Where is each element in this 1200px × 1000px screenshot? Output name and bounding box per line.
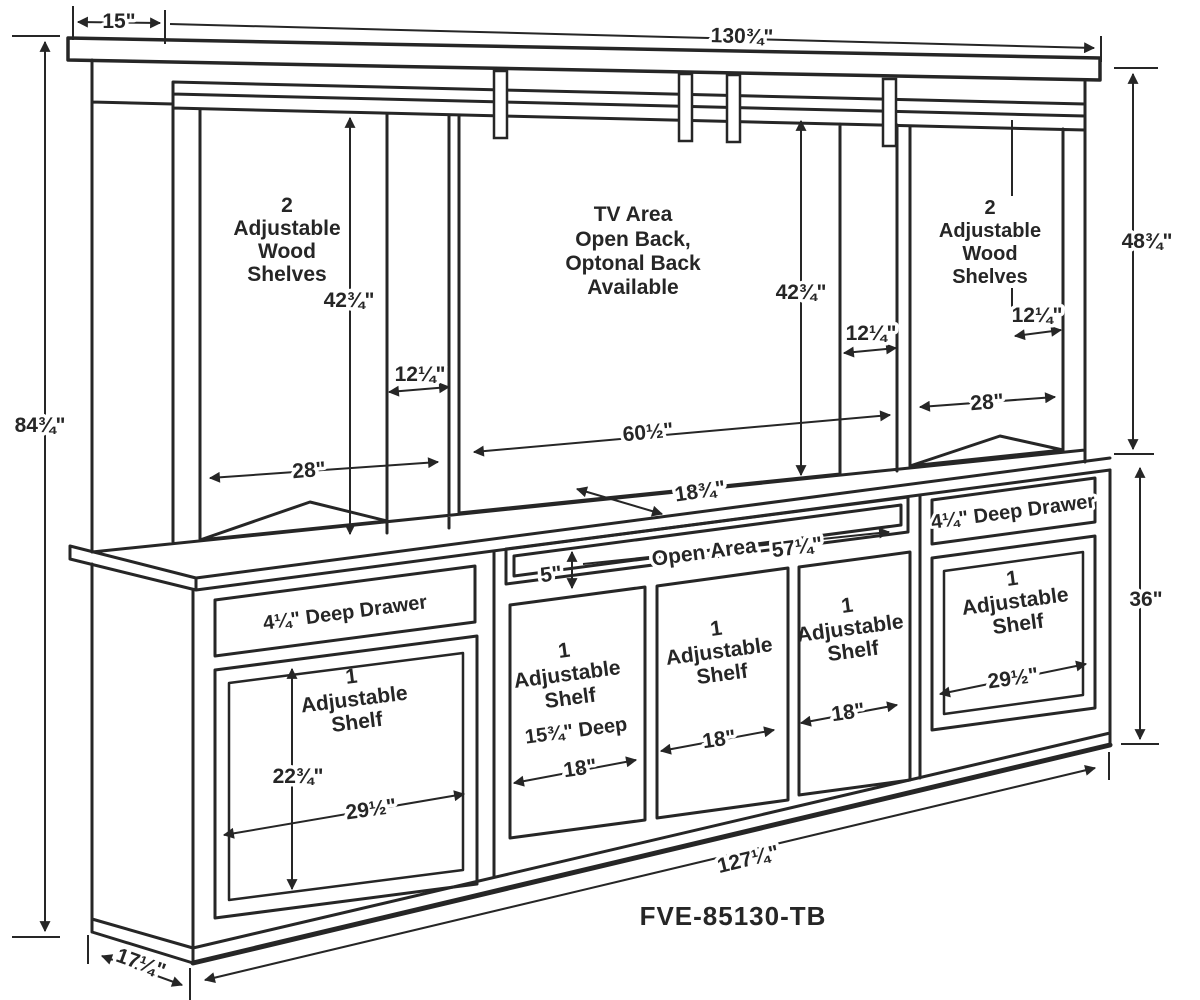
label-line: 1 xyxy=(709,617,724,641)
counter-molding xyxy=(68,456,1112,592)
left-drawer-front xyxy=(213,564,477,658)
label-line: Available xyxy=(587,276,678,299)
label-line: Shelf xyxy=(330,708,385,737)
open-area-slot xyxy=(504,495,910,586)
label-line: 1 xyxy=(1005,567,1020,591)
dim-center2-width: 18" xyxy=(701,726,737,753)
label-line: 2 xyxy=(281,194,293,217)
dim-line-right-opening-width xyxy=(938,660,1088,698)
crown-molding xyxy=(66,36,1102,82)
dim-right-bay-width: 28" xyxy=(970,390,1005,416)
peg-icon xyxy=(881,77,898,148)
peg-icon xyxy=(725,73,742,144)
right-bay-label: 2 Adjustable Wood Shelves xyxy=(936,194,1044,291)
center-door-2 xyxy=(655,566,790,820)
label-line: Adjustable xyxy=(233,217,340,240)
dim-right-divider: 12¼" xyxy=(846,322,897,345)
right-drawer-front xyxy=(930,476,1097,546)
right-door-frame xyxy=(930,534,1097,732)
dim-line-left-divider xyxy=(387,382,451,397)
left-drawer-label: 4¼" Deep Drawer xyxy=(259,588,432,637)
label-line: TV Area xyxy=(594,203,673,226)
label-line: Open Back, xyxy=(575,228,691,251)
dimension-lines xyxy=(12,6,1159,1000)
dim-deck-depth: 18¾" xyxy=(673,477,727,507)
dim-center1-width: 18" xyxy=(562,755,598,782)
dim-open-area-height: 5" xyxy=(539,562,563,587)
label-line: Wood xyxy=(962,243,1017,265)
left-bay-label: 2 Adjustable Wood Shelves xyxy=(233,194,340,286)
model-number: FVE-85130-TB xyxy=(640,901,827,931)
dim-line-base-width xyxy=(203,764,1097,984)
dim-right-opening-width: 29½" xyxy=(986,664,1040,694)
dim-left-bay-height: 42¾" xyxy=(324,289,375,312)
furniture-outline xyxy=(66,36,1113,966)
peg-icon xyxy=(492,69,509,140)
label-line: Optonal Back xyxy=(565,252,701,275)
dim-left-divider: 12¼" xyxy=(395,363,446,386)
label-line: 1 xyxy=(344,665,359,689)
dim-left-bay-width: 28" xyxy=(292,458,327,484)
dim-right-shelf-depth: 12¼" xyxy=(1012,304,1063,327)
dim-tv-height: 42¾" xyxy=(776,281,827,304)
dim-line-crown-overhang xyxy=(76,16,162,29)
dim-line-deck-depth xyxy=(575,486,664,517)
dim-base-height: 36" xyxy=(1129,588,1162,611)
dim-line-center3-width xyxy=(799,701,899,727)
center-cabinet-2-label: 1 Adjustable Shelf xyxy=(664,617,773,690)
dim-line-left-bay-width xyxy=(208,457,440,483)
center-cabinet-1-label: 1 Adjustable Shelf xyxy=(512,639,621,714)
dim-line-tv-width xyxy=(472,410,892,457)
dim-line-right-bay-width xyxy=(918,392,1057,412)
dim-line-right-divider xyxy=(842,343,898,358)
open-area-label: Open Area xyxy=(650,534,758,571)
mounting-pegs xyxy=(492,69,898,148)
peg-icon xyxy=(677,72,694,143)
label-line: Shelves xyxy=(952,266,1028,288)
center-door-1 xyxy=(508,585,647,840)
right-cabinet-label: 1 Adjustable Shelf xyxy=(960,567,1069,640)
dim-left-opening-height: 22¾" xyxy=(273,765,324,788)
dim-overall-height: 84¾" xyxy=(15,414,66,437)
dim-crown-overhang: 15" xyxy=(102,10,135,33)
dim-base-depth: 17¼" xyxy=(113,944,169,983)
dim-left-opening-width: 29½" xyxy=(344,795,398,825)
dimension-labels: 15" 130¾" 84¾" 48¾" 36" 42¾" 42¾" 12¼" 1… xyxy=(11,7,1176,987)
dim-line-right-shelf-depth xyxy=(1013,325,1063,341)
dim-hutch-height: 48¾" xyxy=(1122,230,1173,253)
label-line: Shelves xyxy=(247,263,326,286)
label-line: 4¼" Deep Drawer xyxy=(262,591,429,634)
label-line: 2 xyxy=(984,197,995,219)
hutch-frame xyxy=(90,58,1087,554)
label-line: 1 xyxy=(557,639,572,663)
center-door-3 xyxy=(797,550,912,797)
dim-center3-width: 18" xyxy=(830,699,866,726)
dim-line-left-opening-width xyxy=(222,790,466,839)
dim-line-center2-width xyxy=(659,726,776,755)
label-line: Wood xyxy=(258,240,316,263)
dim-top-width: 130¾" xyxy=(710,24,773,49)
extension-ticks xyxy=(12,6,1159,1000)
dim-tv-width: 60½" xyxy=(622,419,675,447)
dim-line-open-area-width xyxy=(582,527,891,565)
dim-center1-depth: 15¾" Deep xyxy=(524,713,629,748)
dim-line-base-depth xyxy=(100,954,184,987)
tv-area-label: TV Area Open Back, Optonal Back Availabl… xyxy=(565,203,701,299)
label-line: 1 xyxy=(840,594,855,618)
dim-line-top-width xyxy=(169,23,1096,54)
dim-open-area-width: 57¼" xyxy=(770,533,823,562)
center-cabinet-3-label: 1 Adjustable Shelf xyxy=(795,594,904,667)
dim-base-width: 127¼" xyxy=(715,841,781,878)
label-line: Adjustable xyxy=(939,220,1041,242)
